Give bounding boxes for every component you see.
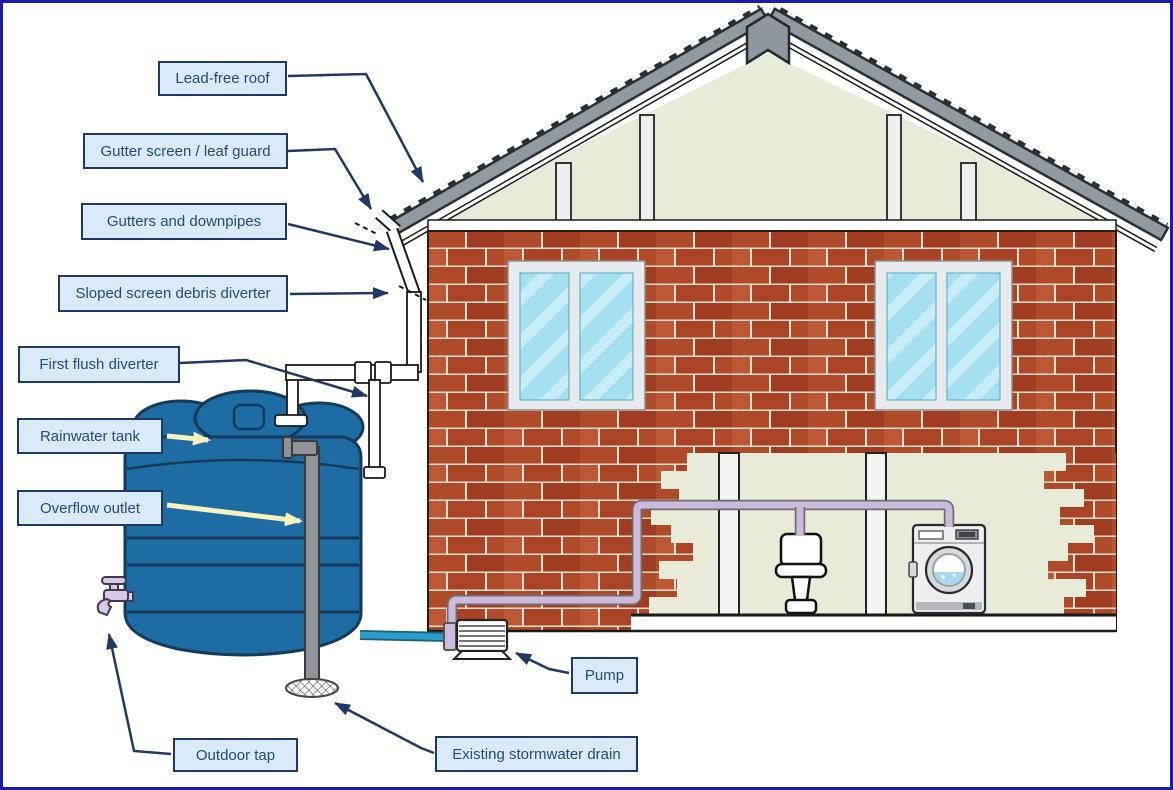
tank-to-pump-pipe [359,630,451,642]
label-outdoor-tap: Outdoor tap [173,738,298,772]
roof-ridge-cap-icon [745,12,791,66]
gutter-end [376,211,400,233]
arrow-sloped-screen [289,287,389,300]
detergent-drawer [918,530,944,540]
arrow-overflow-outlet [166,502,303,527]
diagram-art [96,4,1170,756]
arrow-outdoor-tap [106,633,172,756]
highlight-arrows [166,431,303,527]
tank-inlet-flange [274,414,308,427]
tank-lid-handle [232,403,266,431]
tank-inlet-pipe [286,376,299,420]
first-flush-pipe [368,379,381,469]
arrow-stormwater-drain [334,701,435,755]
roof-slope-right [761,7,1170,253]
label-gutters-downpipes: Gutters and downpipes [81,203,287,240]
stormwater-drain-icon [285,678,339,698]
gutter-downpipe-assembly [274,209,427,479]
arrow-rainwater-tank [166,431,211,446]
downpipe-diagonal [387,228,420,297]
washing-machine-icon [908,523,987,615]
leader-arrows [106,72,570,756]
first-flush-cap [363,466,386,479]
outdoor-tap-icon [96,576,134,617]
broken-brick-edge-right [1044,453,1116,615]
label-stormwater-drain: Existing stormwater drain [435,736,638,772]
gable-studs [555,114,977,222]
label-rainwater-tank: Rainwater tank [17,418,163,454]
label-overflow-outlet: Overflow outlet [17,490,163,526]
window-left [507,260,646,411]
label-lead-free-roof: Lead-free roof [158,61,287,96]
arrow-first-flush [179,358,368,398]
downpipe-vertical [406,291,422,373]
house [384,4,1170,633]
supply-pipe [446,499,955,625]
arrow-pump [515,651,570,675]
arrow-gutters-downpipes [287,222,390,252]
arrow-lead-free-roof [287,72,425,183]
toilet-icon [774,532,828,615]
gutter-screen-dashes [354,222,380,236]
label-first-flush: First flush diverter [18,346,180,383]
interior-stud [718,452,740,616]
label-pump: Pump [571,657,638,694]
gable-base-fascia [427,219,1117,232]
label-gutter-screen: Gutter screen / leaf guard [83,133,288,169]
gable-wall [431,53,1115,220]
tank-body [123,435,363,657]
window-right [874,260,1013,411]
interior-stud [865,452,887,616]
arrow-gutter-screen [287,147,373,210]
pump-icon [443,618,513,660]
label-sloped-screen: Sloped screen debris diverter [58,275,288,312]
